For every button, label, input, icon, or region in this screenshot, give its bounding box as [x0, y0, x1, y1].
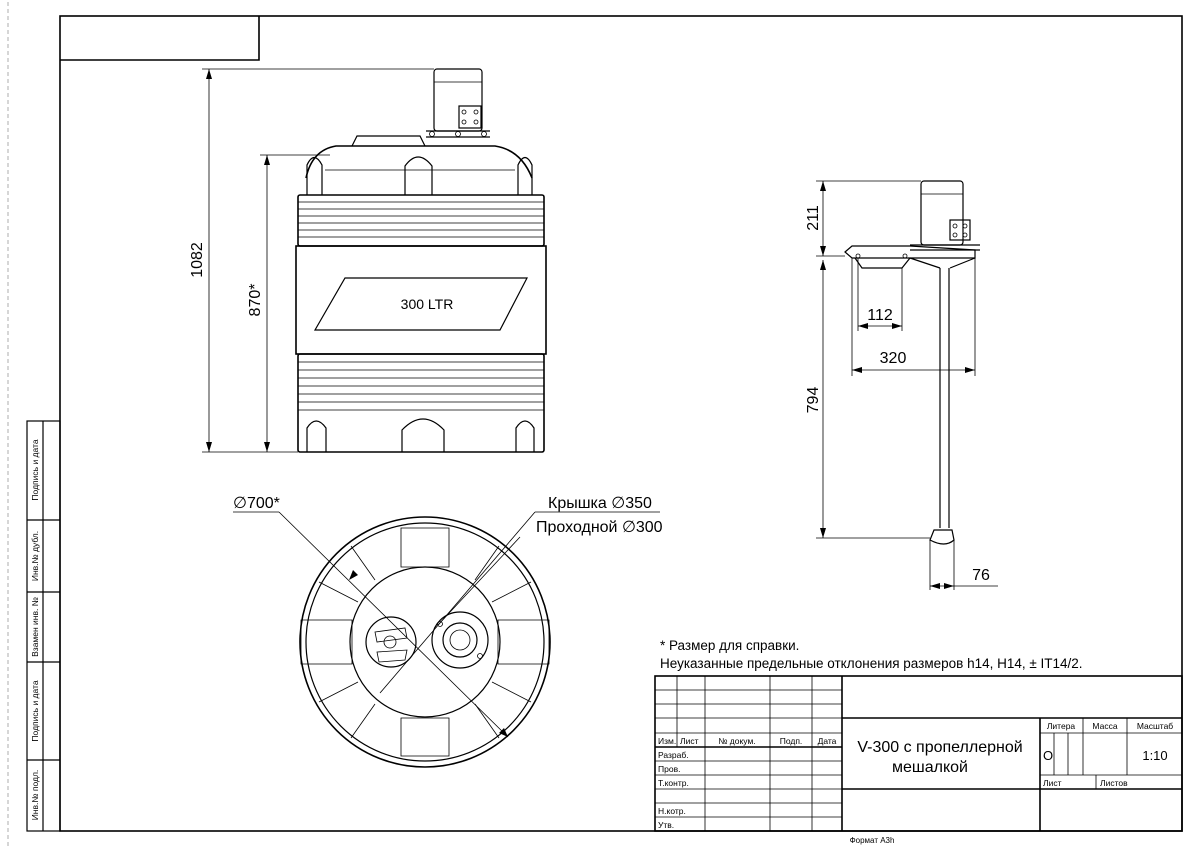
tb-massa: Масса	[1092, 721, 1117, 731]
drawing-title-line1: V-300 с пропеллерной	[857, 739, 1022, 756]
tb-col-date: Дата	[818, 736, 837, 746]
sheet-frame	[7, 2, 1183, 849]
tb-row-nkontr: Н.котр.	[658, 806, 686, 816]
title-block: Изм. Лист № докум. Подп. Дата Разраб. Пр…	[654, 675, 1183, 832]
tb-sheets: Листов	[1100, 778, 1128, 788]
dimension-propeller: 76	[972, 567, 990, 584]
tb-row-tkontr: Т.контр.	[658, 778, 689, 788]
note-reference: * Размер для справки.	[660, 638, 799, 653]
tb-masshtab: Масштаб	[1137, 721, 1173, 731]
side-label-sign-date-2: Подпись и дата	[30, 680, 40, 741]
front-view-dimensions: 1082 870*	[189, 68, 434, 453]
tb-row-prov: Пров.	[658, 764, 680, 774]
top-view-tank: ∅700* Крышка ∅350 Проходной ∅300	[233, 495, 663, 768]
dimension-height-body: 870*	[247, 284, 264, 317]
side-label-dup-inv: Инв.№ дубл.	[30, 531, 40, 581]
dimension-motor-height: 211	[805, 205, 822, 231]
dimension-offset-320: 320	[880, 350, 907, 367]
tb-sheet: Лист	[1043, 778, 1062, 788]
tb-litera: Литера	[1047, 721, 1076, 731]
side-label-sign-date-1: Подпись и дата	[30, 439, 40, 500]
tb-col-sign: Подп.	[780, 736, 803, 746]
lid-diameter-label: Крышка ∅350	[548, 495, 652, 512]
tank-volume-label: 300 LTR	[401, 296, 454, 312]
tb-litera-value: О	[1043, 748, 1053, 763]
drawing-title-line2: мешалкой	[892, 759, 968, 776]
front-view-tank: 300 LTR	[295, 68, 547, 453]
tb-col-list: Лист	[680, 736, 699, 746]
tb-row-utv: Утв.	[658, 820, 674, 830]
dimension-offset-112: 112	[867, 307, 893, 324]
dimension-shaft-length: 794	[805, 387, 822, 414]
tb-col-izm: Изм.	[658, 736, 676, 746]
dimension-height-total: 1082	[189, 242, 206, 278]
note-tolerances: Неуказанные предельные отклонения размер…	[660, 656, 1083, 671]
side-view-mixer	[844, 180, 980, 590]
tb-scale-value: 1:10	[1142, 748, 1167, 763]
side-view-dimensions: 211 794 112 320 76	[805, 180, 998, 589]
tb-col-doc: № докум.	[718, 736, 755, 746]
dimension-diameter: ∅700*	[233, 495, 280, 512]
side-label-orig-inv: Инв.№ подл.	[30, 770, 40, 821]
side-strip: Подпись и дата Инв.№ дубл. Взамен инв. №…	[26, 420, 61, 832]
passage-diameter-label: Проходной ∅300	[536, 519, 663, 536]
side-label-replace-inv: Взамен инв. №	[30, 597, 40, 657]
tb-row-razrab: Разраб.	[658, 750, 689, 760]
format-label: Формат А3h	[850, 836, 895, 845]
